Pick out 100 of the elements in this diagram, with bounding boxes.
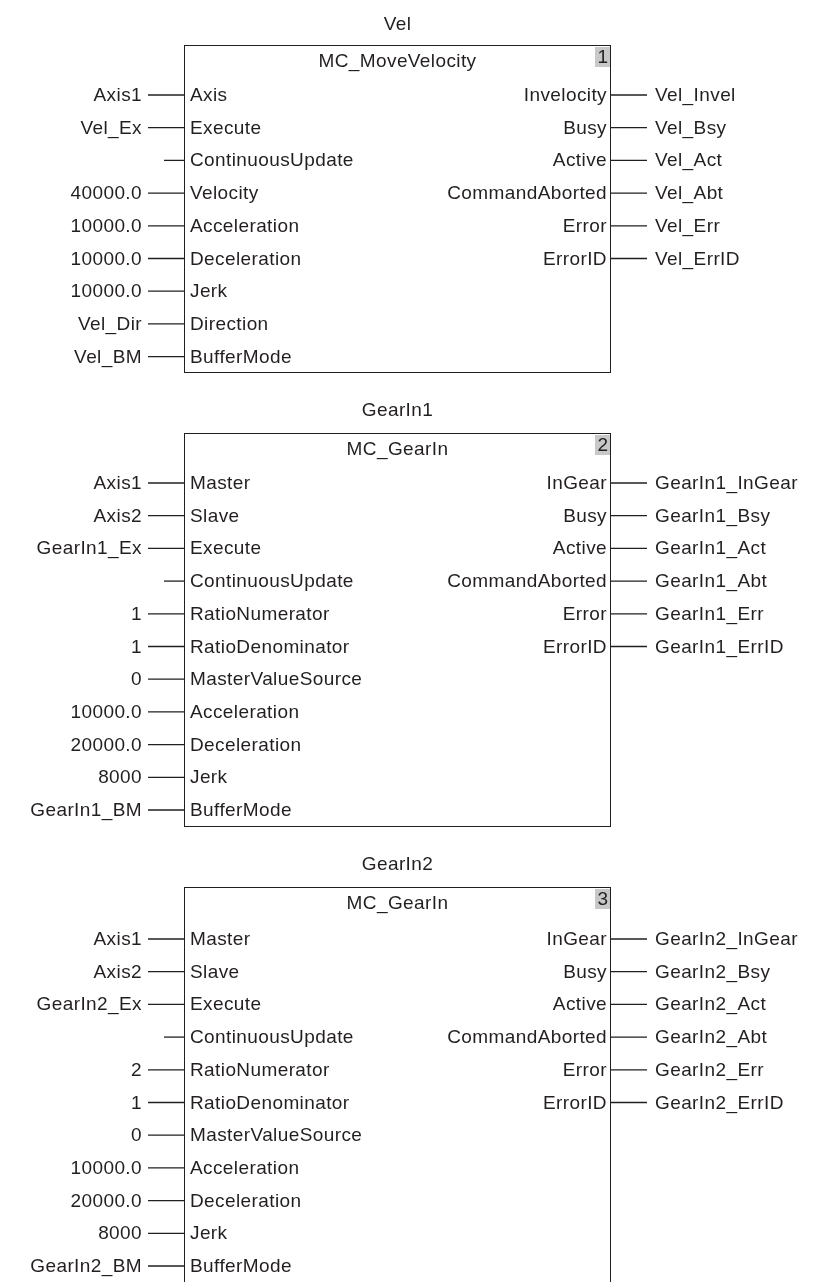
connector-line <box>147 678 185 680</box>
input-value: 10000.0 <box>70 217 148 234</box>
connector-line <box>147 1069 185 1071</box>
connector-line <box>147 192 185 194</box>
connector-line <box>147 355 185 358</box>
input-pin-name: RatioNumerator <box>184 602 330 625</box>
input-value: Axis1 <box>93 475 148 491</box>
input-pin-name: Axis <box>184 84 228 106</box>
connector-line <box>147 1265 185 1267</box>
output-pin-name: Active <box>552 537 611 560</box>
input-pin-name: Jerk <box>184 1222 228 1245</box>
output-variable: GearIn2_Err <box>647 1058 764 1081</box>
input-pin-name: ContinuousUpdate <box>184 149 354 172</box>
output-pin-name: Active <box>552 993 611 1016</box>
connector-line <box>610 971 648 973</box>
connector-line <box>610 94 648 96</box>
connector-line <box>610 1003 648 1006</box>
connector-line <box>147 94 185 96</box>
input-value: 1 <box>131 1094 148 1111</box>
connector-line <box>147 971 185 973</box>
connector-line <box>147 1199 185 1202</box>
output-pin-name: InGear <box>546 472 611 494</box>
output-variable: Vel_Err <box>647 214 721 237</box>
input-pin-name: Slave <box>184 960 240 983</box>
output-pin-name: Busy <box>563 116 611 139</box>
output-variable: GearIn2_ErrID <box>647 1091 784 1114</box>
input-value: 0 <box>131 1127 148 1144</box>
output-pin-name: Busy <box>563 960 611 983</box>
instance-name: Vel <box>383 13 412 35</box>
input-value: 1 <box>131 605 148 622</box>
input-value: 40000.0 <box>70 185 148 202</box>
connector-line <box>147 225 185 227</box>
connector-line <box>610 127 648 129</box>
input-pin-name: Deceleration <box>184 733 302 756</box>
output-pin-name: ErrorID <box>542 635 611 658</box>
input-pin-name: ContinuousUpdate <box>184 1026 354 1049</box>
output-pin-name: Error <box>562 602 611 625</box>
connector-line <box>610 192 648 194</box>
output-variable: GearIn1_ErrID <box>647 635 784 658</box>
input-pin-name: Execute <box>184 537 262 560</box>
input-value: 10000.0 <box>70 703 148 720</box>
output-variable: Vel_Invel <box>647 84 736 106</box>
input-value: 0 <box>131 671 148 688</box>
output-variable: GearIn1_Act <box>647 537 767 560</box>
function-block-name: MC_GearIn <box>346 438 449 460</box>
connector-line <box>147 1232 185 1234</box>
connector-line <box>147 547 185 550</box>
output-variable: Vel_ErrID <box>647 247 740 270</box>
connector-line <box>147 809 185 811</box>
connector-line <box>610 159 648 162</box>
output-variable: GearIn1_InGear <box>647 472 798 494</box>
connector-line <box>610 515 648 517</box>
connector-line <box>147 776 185 778</box>
connector-line <box>610 580 648 582</box>
output-pin-name: Active <box>552 149 611 172</box>
output-variable: GearIn1_Err <box>647 602 764 625</box>
connector-line <box>610 938 648 940</box>
connector-line <box>147 482 185 484</box>
connector-line <box>610 257 648 260</box>
output-pin-name: ErrorID <box>542 247 611 270</box>
instance-name: GearIn1 <box>361 399 434 421</box>
input-pin-name: MasterValueSource <box>184 1124 363 1147</box>
input-value: Axis2 <box>93 507 148 524</box>
connector-line <box>147 290 185 292</box>
connector-line <box>610 1036 648 1038</box>
connector-line <box>147 1003 185 1006</box>
output-variable: GearIn1_Abt <box>647 570 768 593</box>
connector-line <box>610 613 648 615</box>
input-pin-name: BufferMode <box>184 1255 292 1277</box>
input-pin-name: Jerk <box>184 766 228 789</box>
input-value: 2 <box>131 1061 148 1078</box>
input-value: 10000.0 <box>70 1159 148 1176</box>
output-variable: GearIn2_Abt <box>647 1026 768 1049</box>
connector-line <box>147 323 185 325</box>
input-pin-name: RatioNumerator <box>184 1058 330 1081</box>
connector-line <box>610 1101 648 1104</box>
connector-line <box>610 1069 648 1071</box>
connector-line <box>163 580 185 582</box>
output-variable: Vel_Abt <box>647 182 724 205</box>
output-pin-name: Invelocity <box>523 84 611 106</box>
connector-line <box>147 1167 185 1169</box>
input-pin-name: Acceleration <box>184 700 300 723</box>
connector-line <box>147 257 185 260</box>
connector-line <box>147 938 185 940</box>
input-pin-name: Deceleration <box>184 247 302 270</box>
input-value: GearIn1_Ex <box>36 540 148 557</box>
input-pin-name: Direction <box>184 312 269 335</box>
input-value: 8000 <box>98 1225 148 1242</box>
connector-line <box>147 711 185 713</box>
input-pin-name: RatioDenominator <box>184 1091 350 1114</box>
input-value: 10000.0 <box>70 250 148 267</box>
input-pin-name: Execute <box>184 116 262 139</box>
input-value: GearIn2_Ex <box>36 996 148 1013</box>
output-variable: Vel_Bsy <box>647 116 727 139</box>
output-variable: GearIn2_Act <box>647 993 767 1016</box>
input-pin-name: MasterValueSource <box>184 668 363 691</box>
output-pin-name: CommandAborted <box>447 570 611 593</box>
input-value: Axis1 <box>93 87 148 103</box>
input-pin-name: Acceleration <box>184 214 300 237</box>
connector-line <box>163 159 185 162</box>
